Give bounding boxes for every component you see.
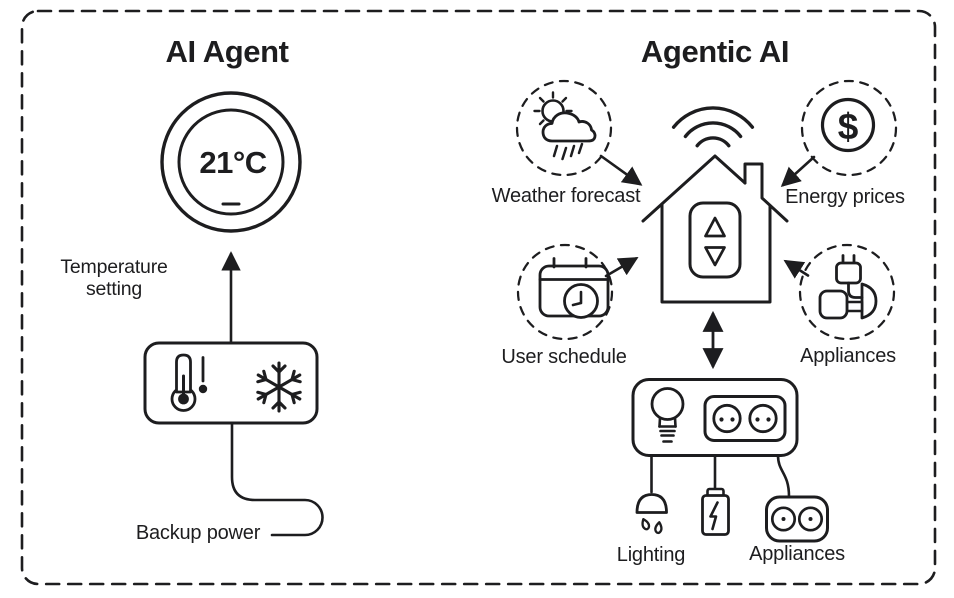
right-panel-title: Agentic AI: [640, 34, 790, 69]
double-outlet-icon: [703, 395, 787, 442]
energy-prices-label: Energy prices: [785, 186, 905, 208]
light-bulb-icon: [650, 387, 685, 443]
energy-arrow: [780, 155, 816, 187]
thermostat-dial-icon: [160, 91, 302, 233]
temperature-setting-label: Temperature setting: [60, 256, 168, 301]
appliances-input-label: Appliances: [800, 345, 896, 367]
weather-dashed-circle: [515, 79, 613, 177]
up-down-buttons-icon: [688, 201, 742, 279]
lighting-label: Lighting: [616, 544, 686, 566]
weather-arrow: [599, 154, 643, 186]
thermometer-icon: [170, 353, 208, 412]
battery-icon: [701, 487, 730, 536]
schedule-arrow: [604, 257, 639, 278]
snowflake-icon: [256, 361, 302, 413]
sun-cloud-rain-icon: [533, 91, 597, 161]
user-schedule-label: User schedule: [501, 346, 627, 368]
backup-power-wire: [230, 421, 324, 537]
appliances-dashed-circle: [798, 243, 896, 341]
plug-icon: [818, 254, 878, 320]
weather-forecast-label: Weather forecast: [491, 185, 641, 207]
socket-box-icon: [765, 495, 829, 543]
power-strip: [631, 378, 799, 457]
dollar-glyph: $: [838, 106, 859, 147]
appliances-output-label: Appliances: [749, 543, 845, 565]
appliances-arrow: [783, 259, 810, 279]
dollar-circle-icon: $: [820, 97, 876, 153]
energy-dashed-circle: [800, 79, 898, 177]
left-panel-title: AI Agent: [165, 34, 289, 69]
wifi-icon: [671, 106, 755, 148]
smart-home-icon: [641, 154, 789, 304]
dashed-border: [20, 9, 937, 586]
hvac-controller-box: [143, 341, 319, 425]
schedule-dashed-circle: [516, 243, 614, 341]
backup-power-label: Backup power: [135, 522, 261, 544]
thermostat-value: 21°C: [199, 145, 267, 180]
pendant-lamp-icon: [635, 493, 668, 535]
appliance-wire: [776, 454, 791, 498]
calendar-clock-icon: [538, 257, 610, 319]
